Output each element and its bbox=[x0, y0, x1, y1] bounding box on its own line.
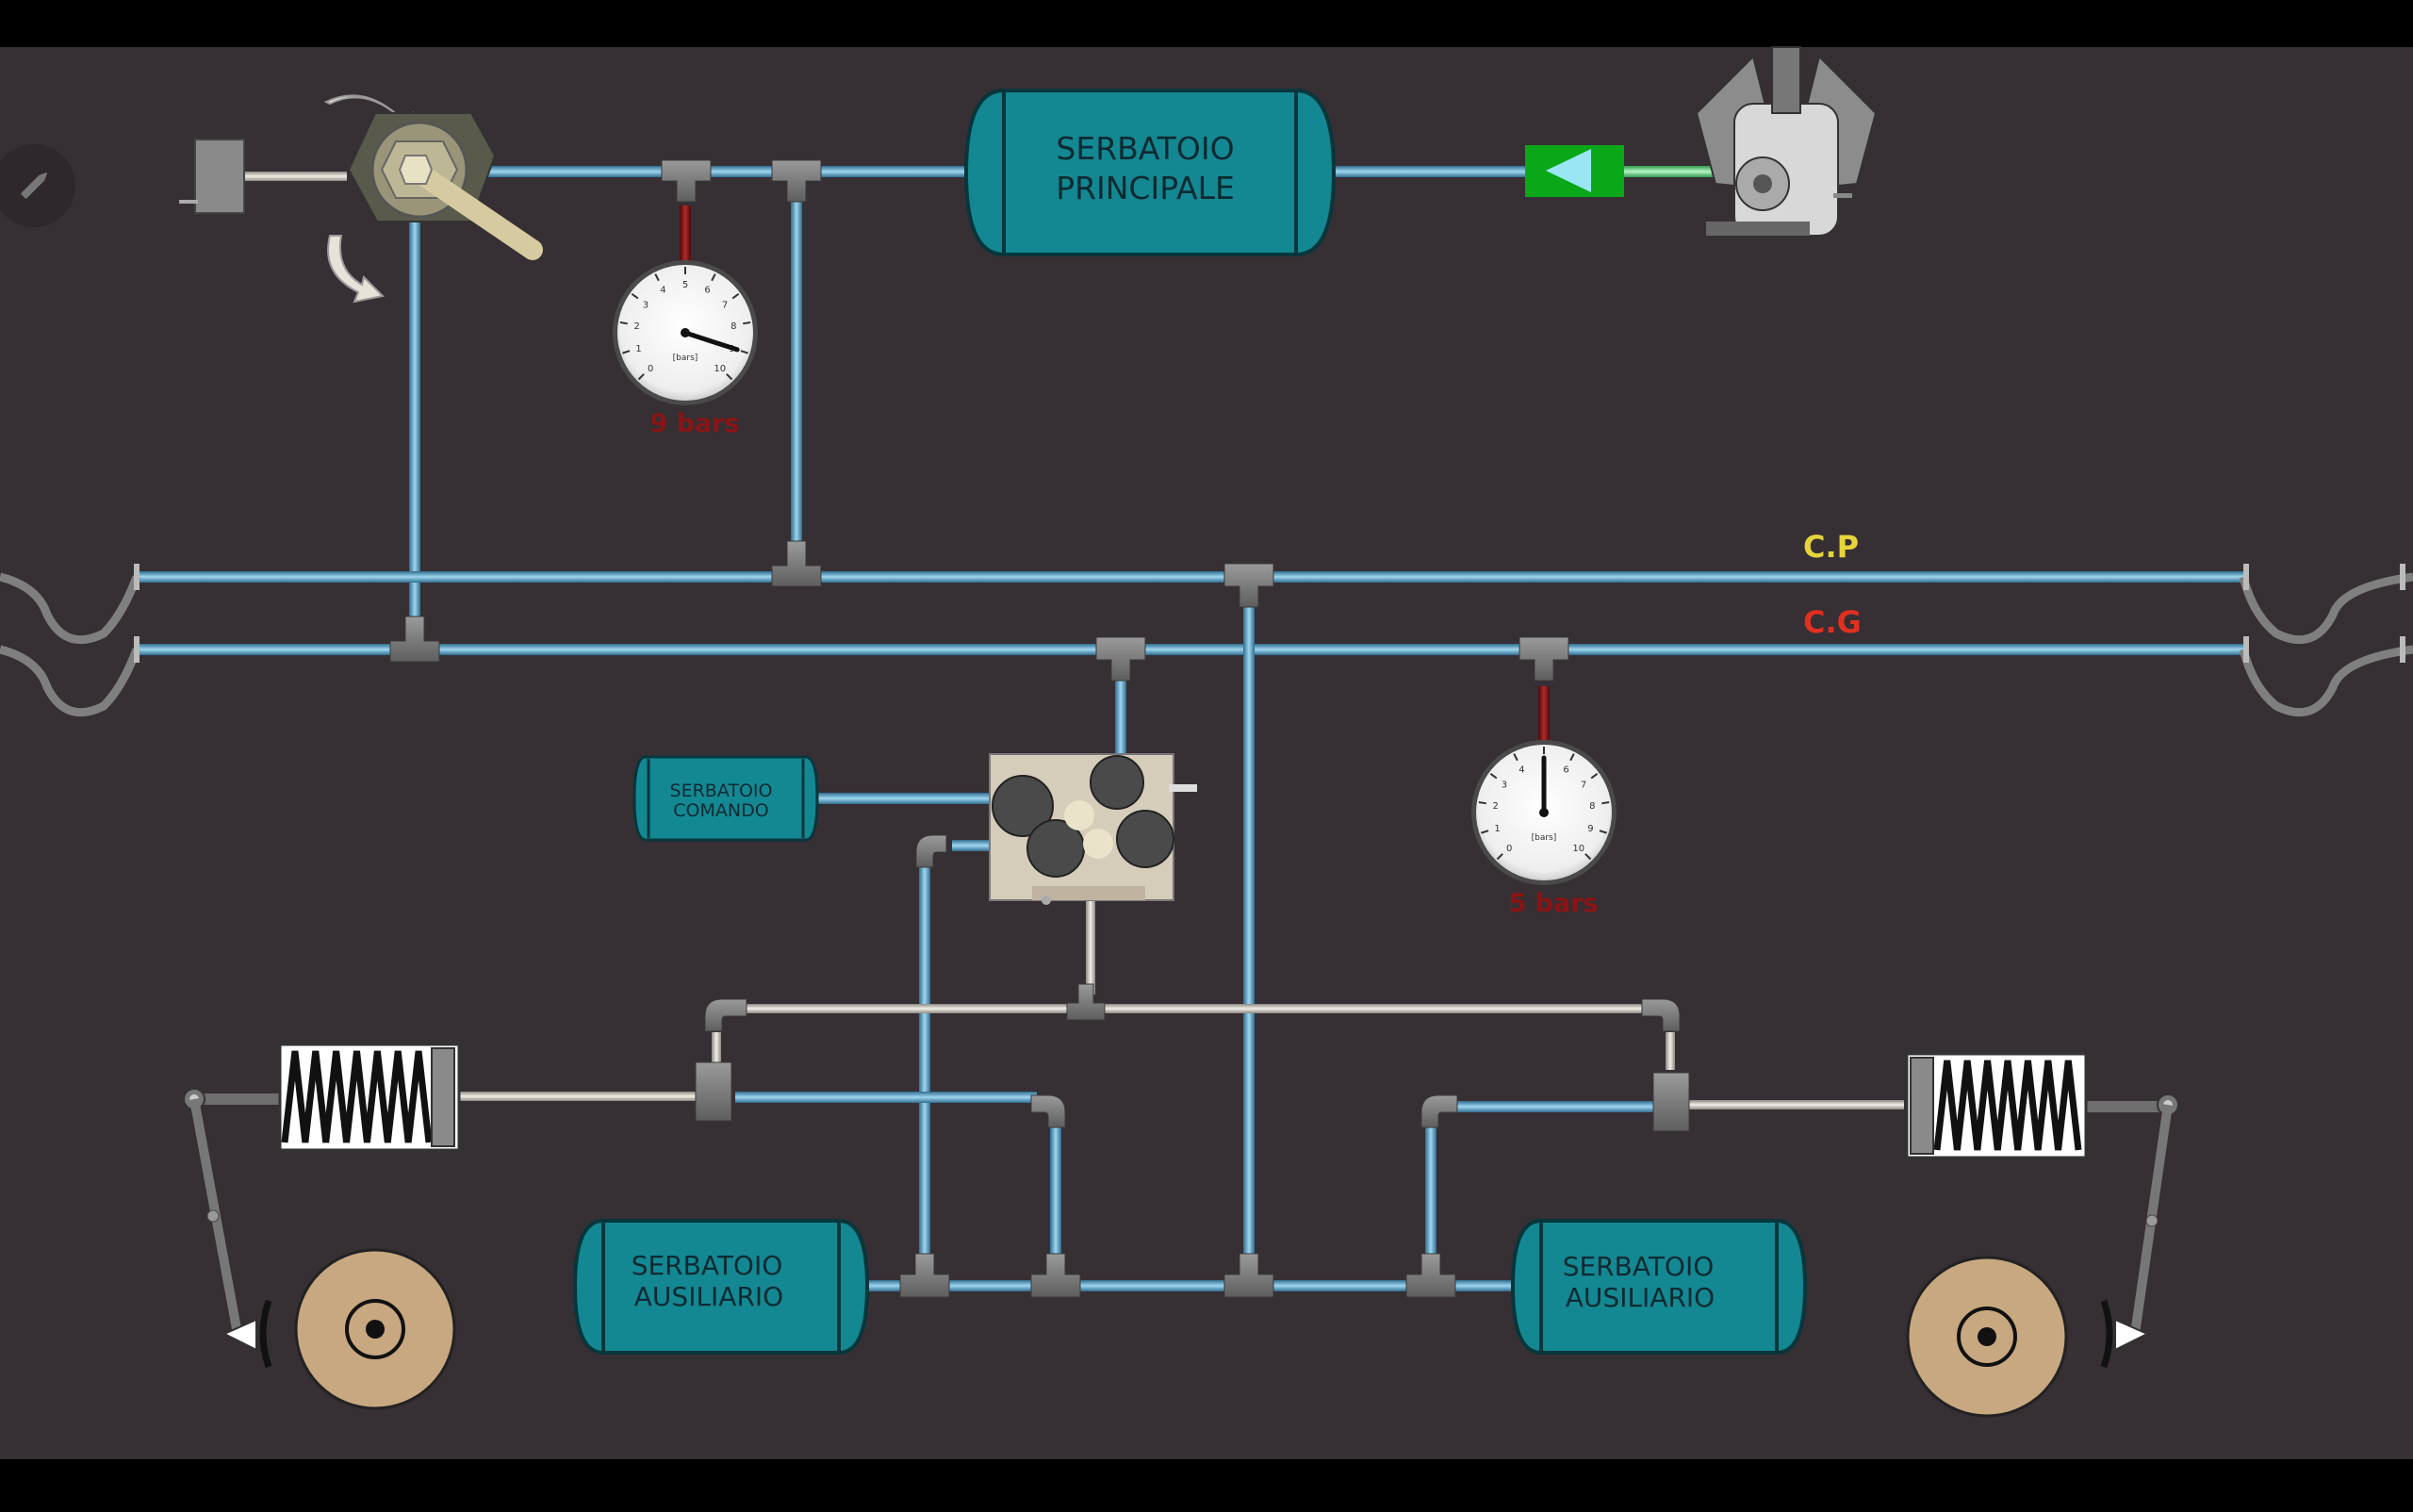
right-brake-cylinder bbox=[1905, 1052, 2179, 1369]
tank-label: AUSILIARIO bbox=[1566, 1282, 1715, 1313]
gauge-tick bbox=[1584, 853, 1592, 861]
gauge-tick-label: 0 bbox=[1506, 844, 1512, 854]
gauge-tick-label: 0 bbox=[648, 364, 653, 374]
diagram-canvas bbox=[0, 47, 2413, 1459]
compressor-pipe bbox=[1621, 166, 1715, 177]
gauge-tick-label: 1 bbox=[1494, 824, 1500, 834]
gauge-tick-label: 6 bbox=[704, 286, 710, 296]
gauge-tick-label: 4 bbox=[1518, 765, 1524, 776]
air-pipes bbox=[137, 166, 2243, 1291]
pipe-fittings bbox=[389, 159, 1690, 1298]
gauge-tick-label: 1 bbox=[635, 344, 641, 354]
tank-label: SERBATOIO bbox=[670, 781, 773, 801]
brake-pipes bbox=[243, 172, 1904, 1109]
gauge-tick-label: 4 bbox=[660, 286, 665, 296]
main-pressure-label: 9 bars bbox=[649, 409, 739, 438]
distributor-valve[interactable] bbox=[989, 753, 1197, 905]
gauge-tick-label: 10 bbox=[1572, 844, 1584, 854]
cg-pipe bbox=[137, 644, 2243, 655]
gauge-tick bbox=[1569, 753, 1575, 762]
gauge-tick bbox=[1496, 853, 1503, 861]
gauge-tick bbox=[1489, 773, 1498, 780]
gauge-tick bbox=[711, 273, 716, 282]
gauge-tick-label: 6 bbox=[1563, 765, 1568, 776]
gauge-tick bbox=[1481, 830, 1489, 834]
tank-label: AUSILIARIO bbox=[634, 1281, 783, 1312]
gauge-tick bbox=[637, 373, 645, 381]
gauge-tick bbox=[1513, 753, 1518, 762]
gauge-tick-label: 3 bbox=[643, 300, 648, 310]
gauge-tick bbox=[1478, 801, 1486, 805]
main-reservoir-tank[interactable]: SERBATOIO PRINCIPALE bbox=[963, 89, 1337, 256]
aux-reservoir-tank-left[interactable]: SERBATOIO AUSILIARIO bbox=[572, 1219, 870, 1355]
gauge-tick-label: 8 bbox=[730, 321, 736, 332]
cg-label: C.G bbox=[1803, 604, 1862, 640]
gauge-unit-label: [bars] bbox=[1532, 833, 1557, 843]
aux-reservoir-tank-right[interactable]: SERBATOIO AUSILIARIO bbox=[1510, 1219, 1808, 1355]
brake-pressure-label: 5 bars bbox=[1508, 889, 1598, 918]
gauge-needle bbox=[682, 330, 740, 353]
tank-label: SERBATOIO bbox=[632, 1250, 783, 1281]
gauge-tick-label: 9 bbox=[1587, 824, 1593, 834]
gauge-tick bbox=[1590, 773, 1599, 780]
right-wheel bbox=[1906, 1256, 2068, 1418]
gauge-tick-label: 8 bbox=[1589, 801, 1595, 812]
left-hose-couplings bbox=[0, 572, 141, 717]
tank-label: PRINCIPALE bbox=[1056, 170, 1235, 206]
gauge-tick-label: 7 bbox=[1581, 780, 1586, 790]
gauge-tick bbox=[631, 293, 639, 300]
edit-button[interactable] bbox=[0, 144, 75, 227]
gauge-tick bbox=[1599, 830, 1607, 834]
gauge-tick-label: 5 bbox=[682, 280, 688, 290]
gauge-unit-label: [bars] bbox=[673, 353, 698, 363]
brake-pressure-gauge: 012345678910 [bars] bbox=[1471, 740, 1617, 885]
gauge-tick bbox=[619, 321, 628, 325]
gauge-tick bbox=[622, 350, 631, 354]
gauge-tick-label: 3 bbox=[1502, 780, 1507, 790]
tank-label: COMANDO bbox=[673, 800, 768, 821]
flow-indicator bbox=[1525, 145, 1624, 197]
left-wheel bbox=[294, 1248, 456, 1410]
main-pressure-gauge: 012345678910 [bars] bbox=[613, 260, 758, 405]
driver-brake-valve[interactable] bbox=[179, 94, 543, 304]
compressor[interactable] bbox=[1695, 46, 1878, 237]
gauge-tick bbox=[743, 321, 751, 325]
gauge-tick-label: 10 bbox=[714, 364, 726, 374]
gauge-tick bbox=[726, 373, 733, 381]
tank-label: SERBATOIO bbox=[1563, 1251, 1715, 1282]
cp-label: C.P bbox=[1803, 529, 1859, 565]
gauge-tick-label: 7 bbox=[722, 300, 728, 310]
right-hose-couplings bbox=[2239, 572, 2413, 717]
gauge-tick-label: 2 bbox=[1492, 801, 1498, 812]
gauge-tick bbox=[654, 273, 660, 282]
tank-label: SERBATOIO bbox=[1056, 130, 1234, 167]
cp-pipe bbox=[137, 571, 2243, 583]
gauge-tick-label: 2 bbox=[633, 321, 639, 332]
left-arrow-icon bbox=[1546, 149, 1591, 192]
gauge-tick bbox=[731, 293, 740, 300]
command-reservoir-tank[interactable]: SERBATOIO COMANDO bbox=[632, 755, 819, 842]
left-brake-cylinder bbox=[183, 1043, 461, 1369]
gauge-tick bbox=[1601, 801, 1610, 805]
gauge-tick bbox=[740, 350, 748, 354]
